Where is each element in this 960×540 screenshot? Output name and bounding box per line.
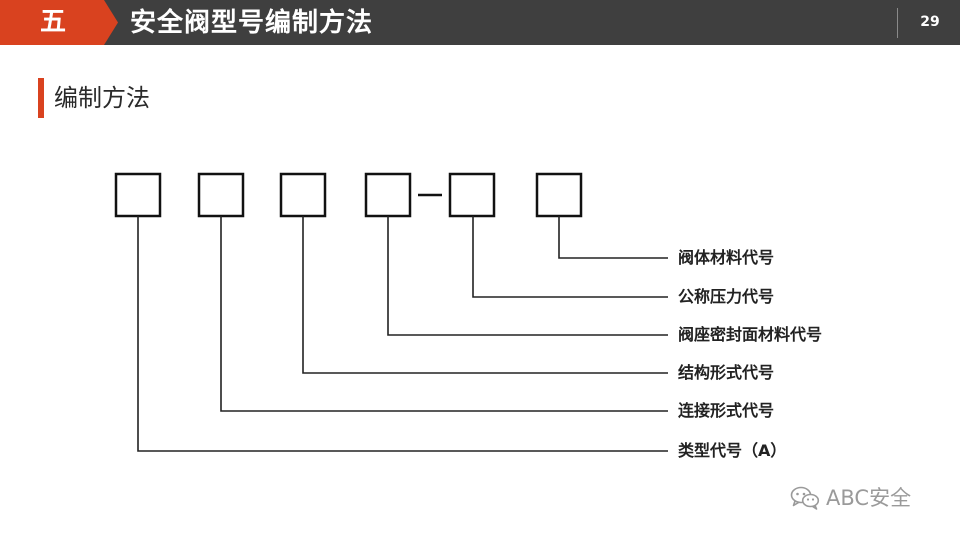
connector-line-6	[558, 216, 668, 259]
code-box-6	[535, 172, 583, 218]
label-structure-form: 结构形式代号	[678, 363, 775, 382]
code-box-3	[279, 172, 327, 218]
label-body-material: 阀体材料代号	[678, 248, 775, 267]
header-bar: 五 安全阀型号编制方法 29	[0, 0, 960, 45]
code-box-2	[197, 172, 245, 218]
label-connection-form: 连接形式代号	[678, 401, 775, 420]
chapter-tab	[0, 0, 118, 45]
code-box-4	[364, 172, 412, 218]
header-divider	[897, 8, 898, 38]
label-nominal-pressure: 公称压力代号	[678, 287, 775, 306]
watermark-text: ABC安全	[826, 486, 912, 510]
section-accent-bar	[38, 78, 44, 118]
section-title: 编制方法	[54, 84, 150, 112]
connector-line-5	[472, 216, 668, 298]
watermark: ABC安全	[790, 486, 911, 510]
chapter-number: 五	[40, 7, 67, 37]
connector-line-2	[220, 216, 668, 412]
label-seat-material: 阀座密封面材料代号	[678, 325, 823, 344]
connector-line-1	[137, 216, 668, 452]
code-box-1	[114, 172, 162, 218]
label-type-code: 类型代号（A）	[678, 441, 787, 460]
wechat-icon	[790, 486, 820, 510]
page-number: 29	[920, 14, 940, 30]
slide-title: 安全阀型号编制方法	[130, 8, 374, 38]
connector-line-3	[302, 216, 668, 374]
connector-line-4	[387, 216, 668, 336]
code-box-5	[448, 172, 496, 218]
